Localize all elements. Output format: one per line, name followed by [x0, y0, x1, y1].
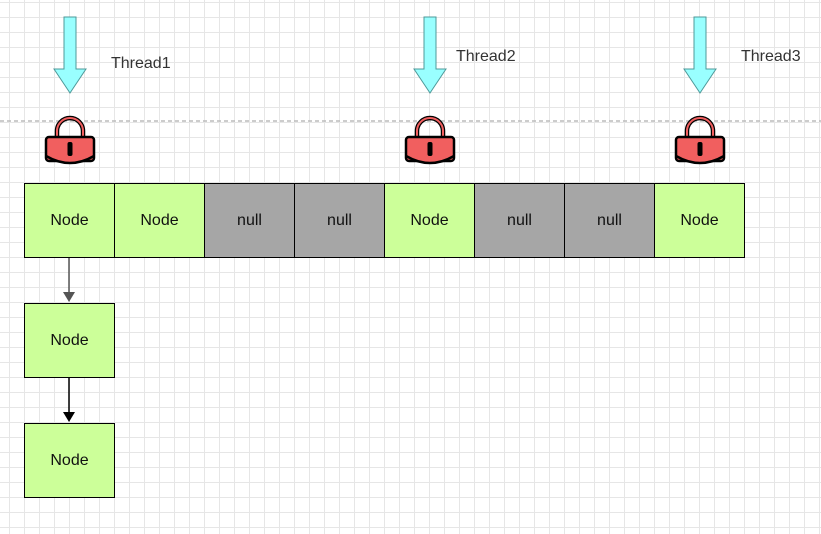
- array-cell-node: Node: [114, 183, 205, 258]
- chain-arrowhead-1: [63, 292, 75, 302]
- array-cell-null: null: [204, 183, 295, 258]
- thread-arrow-icon-1: [53, 16, 87, 94]
- thread-label-1: Thread1: [111, 55, 171, 72]
- lock-icon: [44, 115, 96, 165]
- chain-node: Node: [24, 423, 115, 498]
- array-cell-node: Node: [654, 183, 745, 258]
- array-cell-null: null: [294, 183, 385, 258]
- array-cell-null: null: [474, 183, 565, 258]
- array-cell-node: Node: [384, 183, 475, 258]
- chain-arrowhead-2: [63, 412, 75, 422]
- lock-icon: [404, 115, 456, 165]
- thread-arrow-icon-3: [683, 16, 717, 94]
- thread-label-2: Thread2: [456, 48, 516, 65]
- thread-arrow-icon-2: [413, 16, 447, 94]
- chain-node: Node: [24, 303, 115, 378]
- array-cell-null: null: [564, 183, 655, 258]
- thread-label-3: Thread3: [741, 48, 801, 65]
- lock-icon: [674, 115, 726, 165]
- array-cell-node: Node: [24, 183, 115, 258]
